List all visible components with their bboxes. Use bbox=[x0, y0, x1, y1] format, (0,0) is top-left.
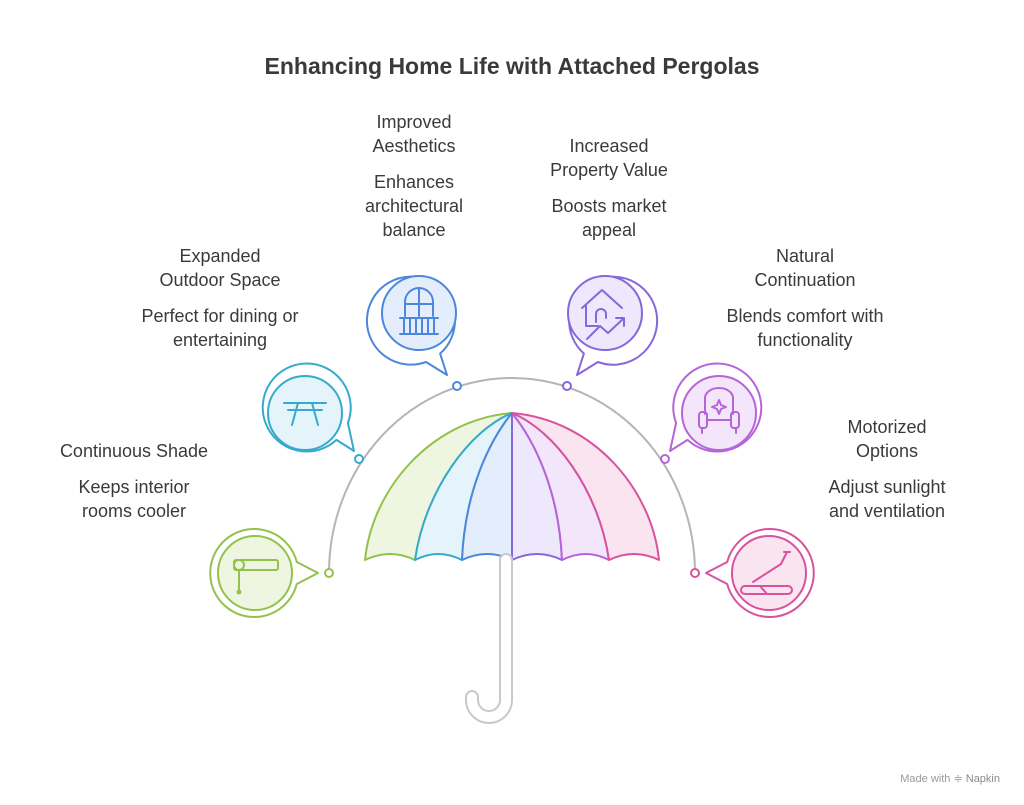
benefit-label-expanded-outdoor-space: Expanded Outdoor Space Perfect for dinin… bbox=[135, 244, 305, 352]
bubble-inner-circle bbox=[731, 535, 807, 611]
canopy-panel-6 bbox=[511, 412, 660, 561]
benefit-bubble-increased-property-value bbox=[567, 275, 659, 376]
benefit-bubble-natural-continuation bbox=[669, 362, 763, 453]
benefit-description: Blends comfort with functionality bbox=[726, 306, 884, 350]
umbrella-handle bbox=[465, 553, 513, 724]
benefit-description: Adjust sunlight and ventilation bbox=[828, 477, 946, 521]
benefit-label-motorized-options: Motorized Options Adjust sunlight and ve… bbox=[797, 415, 977, 523]
canopy-panel-3 bbox=[461, 412, 513, 561]
benefit-description: Perfect for dining or entertaining bbox=[141, 306, 299, 350]
arched-window-balcony-icon bbox=[399, 287, 439, 335]
benefit-heading: Expanded Outdoor Space bbox=[159, 246, 281, 290]
umbrella-handle-inner bbox=[467, 555, 511, 722]
benefit-description: Enhances architectural balance bbox=[364, 172, 464, 240]
umbrella-canopy bbox=[364, 412, 660, 561]
credit-brand: Napkin bbox=[965, 773, 1000, 785]
benefit-bubble-expanded-outdoor-space bbox=[261, 362, 355, 453]
benefit-bubble-continuous-shade bbox=[209, 528, 319, 618]
napkin-logo-icon: ≑ bbox=[953, 773, 963, 785]
connector-dot-5 bbox=[660, 454, 670, 464]
benefit-heading: Increased Property Value bbox=[550, 136, 668, 180]
benefit-description: Boosts market appeal bbox=[551, 196, 667, 240]
connector-dot-2 bbox=[354, 454, 364, 464]
benefit-label-natural-continuation: Natural Continuation Blends comfort with… bbox=[710, 244, 900, 352]
benefit-heading: Improved Aesthetics bbox=[372, 112, 456, 156]
connector-dot-6 bbox=[690, 568, 700, 578]
made-with-credit: Made with ≑ Napkin bbox=[900, 772, 1000, 785]
credit-prefix: Made with bbox=[900, 773, 951, 785]
house-growth-icon bbox=[581, 289, 625, 340]
benefit-bubble-motorized-options bbox=[705, 528, 815, 618]
connector-dot-3 bbox=[452, 381, 462, 391]
picnic-table-icon bbox=[283, 402, 327, 426]
retractable-awning-icon bbox=[233, 559, 279, 595]
bubble-inner-circle bbox=[217, 535, 293, 611]
armchair-icon bbox=[698, 387, 740, 434]
diagram-title: Enhancing Home Life with Attached Pergol… bbox=[264, 53, 760, 79]
connector-dot-4 bbox=[562, 381, 572, 391]
motorized-lounger-icon bbox=[740, 551, 793, 595]
bubble-inner-circle bbox=[267, 375, 343, 451]
connector-arc bbox=[328, 377, 696, 574]
benefit-label-continuous-shade: Continuous Shade Keeps interior rooms co… bbox=[34, 439, 234, 523]
benefit-label-improved-aesthetics: Improved Aesthetics Enhances architectur… bbox=[344, 110, 484, 242]
benefit-bubble-improved-aesthetics bbox=[365, 275, 457, 376]
connector-dot-1 bbox=[324, 568, 334, 578]
benefit-description: Keeps interior rooms cooler bbox=[78, 477, 190, 521]
benefit-heading: Natural Continuation bbox=[754, 246, 856, 290]
benefit-heading: Continuous Shade bbox=[59, 441, 209, 461]
benefit-heading: Motorized Options bbox=[847, 417, 927, 461]
benefit-label-increased-property-value: Increased Property Value Boosts market a… bbox=[524, 134, 694, 242]
